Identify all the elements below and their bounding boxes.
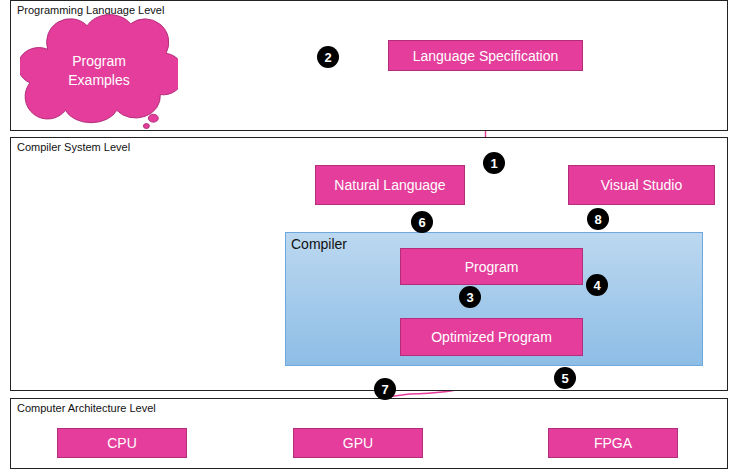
- box-label: Optimized Program: [431, 329, 552, 345]
- callout-number: 1: [483, 152, 505, 174]
- process-box: Visual Studio: [568, 165, 715, 205]
- group-title: Programming Language Level: [17, 4, 164, 16]
- group-title: Compiler: [291, 236, 347, 252]
- box-label: Program: [465, 259, 519, 275]
- callout-number: 7: [374, 378, 396, 400]
- process-box: Natural Language: [315, 165, 465, 205]
- callout-number: 4: [586, 274, 608, 296]
- process-box: Program: [400, 248, 583, 285]
- process-box: Language Specification: [388, 40, 583, 71]
- process-box: CPU: [57, 428, 187, 458]
- cloud-shape: Program Examples: [20, 12, 178, 130]
- box-label: FPGA: [594, 435, 632, 451]
- callout-number: 5: [554, 367, 576, 389]
- callout-number: 6: [411, 211, 433, 233]
- callout-number: 2: [317, 46, 339, 68]
- box-label: GPU: [343, 435, 373, 451]
- compiler-container: CompilerProgramOptimized Program: [285, 232, 703, 366]
- level-band: Compiler System LevelNatural Language Vis…: [10, 137, 728, 391]
- box-label: Program Examples: [54, 52, 144, 90]
- process-box: GPU: [293, 428, 423, 458]
- process-box: Optimized Program: [400, 318, 583, 356]
- box-label: CPU: [107, 435, 137, 451]
- box-label: Natural Language: [334, 177, 445, 193]
- cloud-outline: [20, 12, 178, 130]
- callout-number: 3: [459, 286, 481, 308]
- box-label: Language Specification: [413, 48, 559, 64]
- box-label: Visual Studio: [601, 177, 682, 193]
- callout-number: 8: [587, 208, 609, 230]
- level-band: Computer Architecture LevelCPU GPU FPGA: [10, 398, 728, 469]
- process-box: FPGA: [548, 428, 678, 458]
- level-band: Programming Language LevelProgram Exampl…: [10, 0, 728, 131]
- group-title: Computer Architecture Level: [17, 402, 156, 414]
- group-title: Compiler System Level: [17, 141, 130, 153]
